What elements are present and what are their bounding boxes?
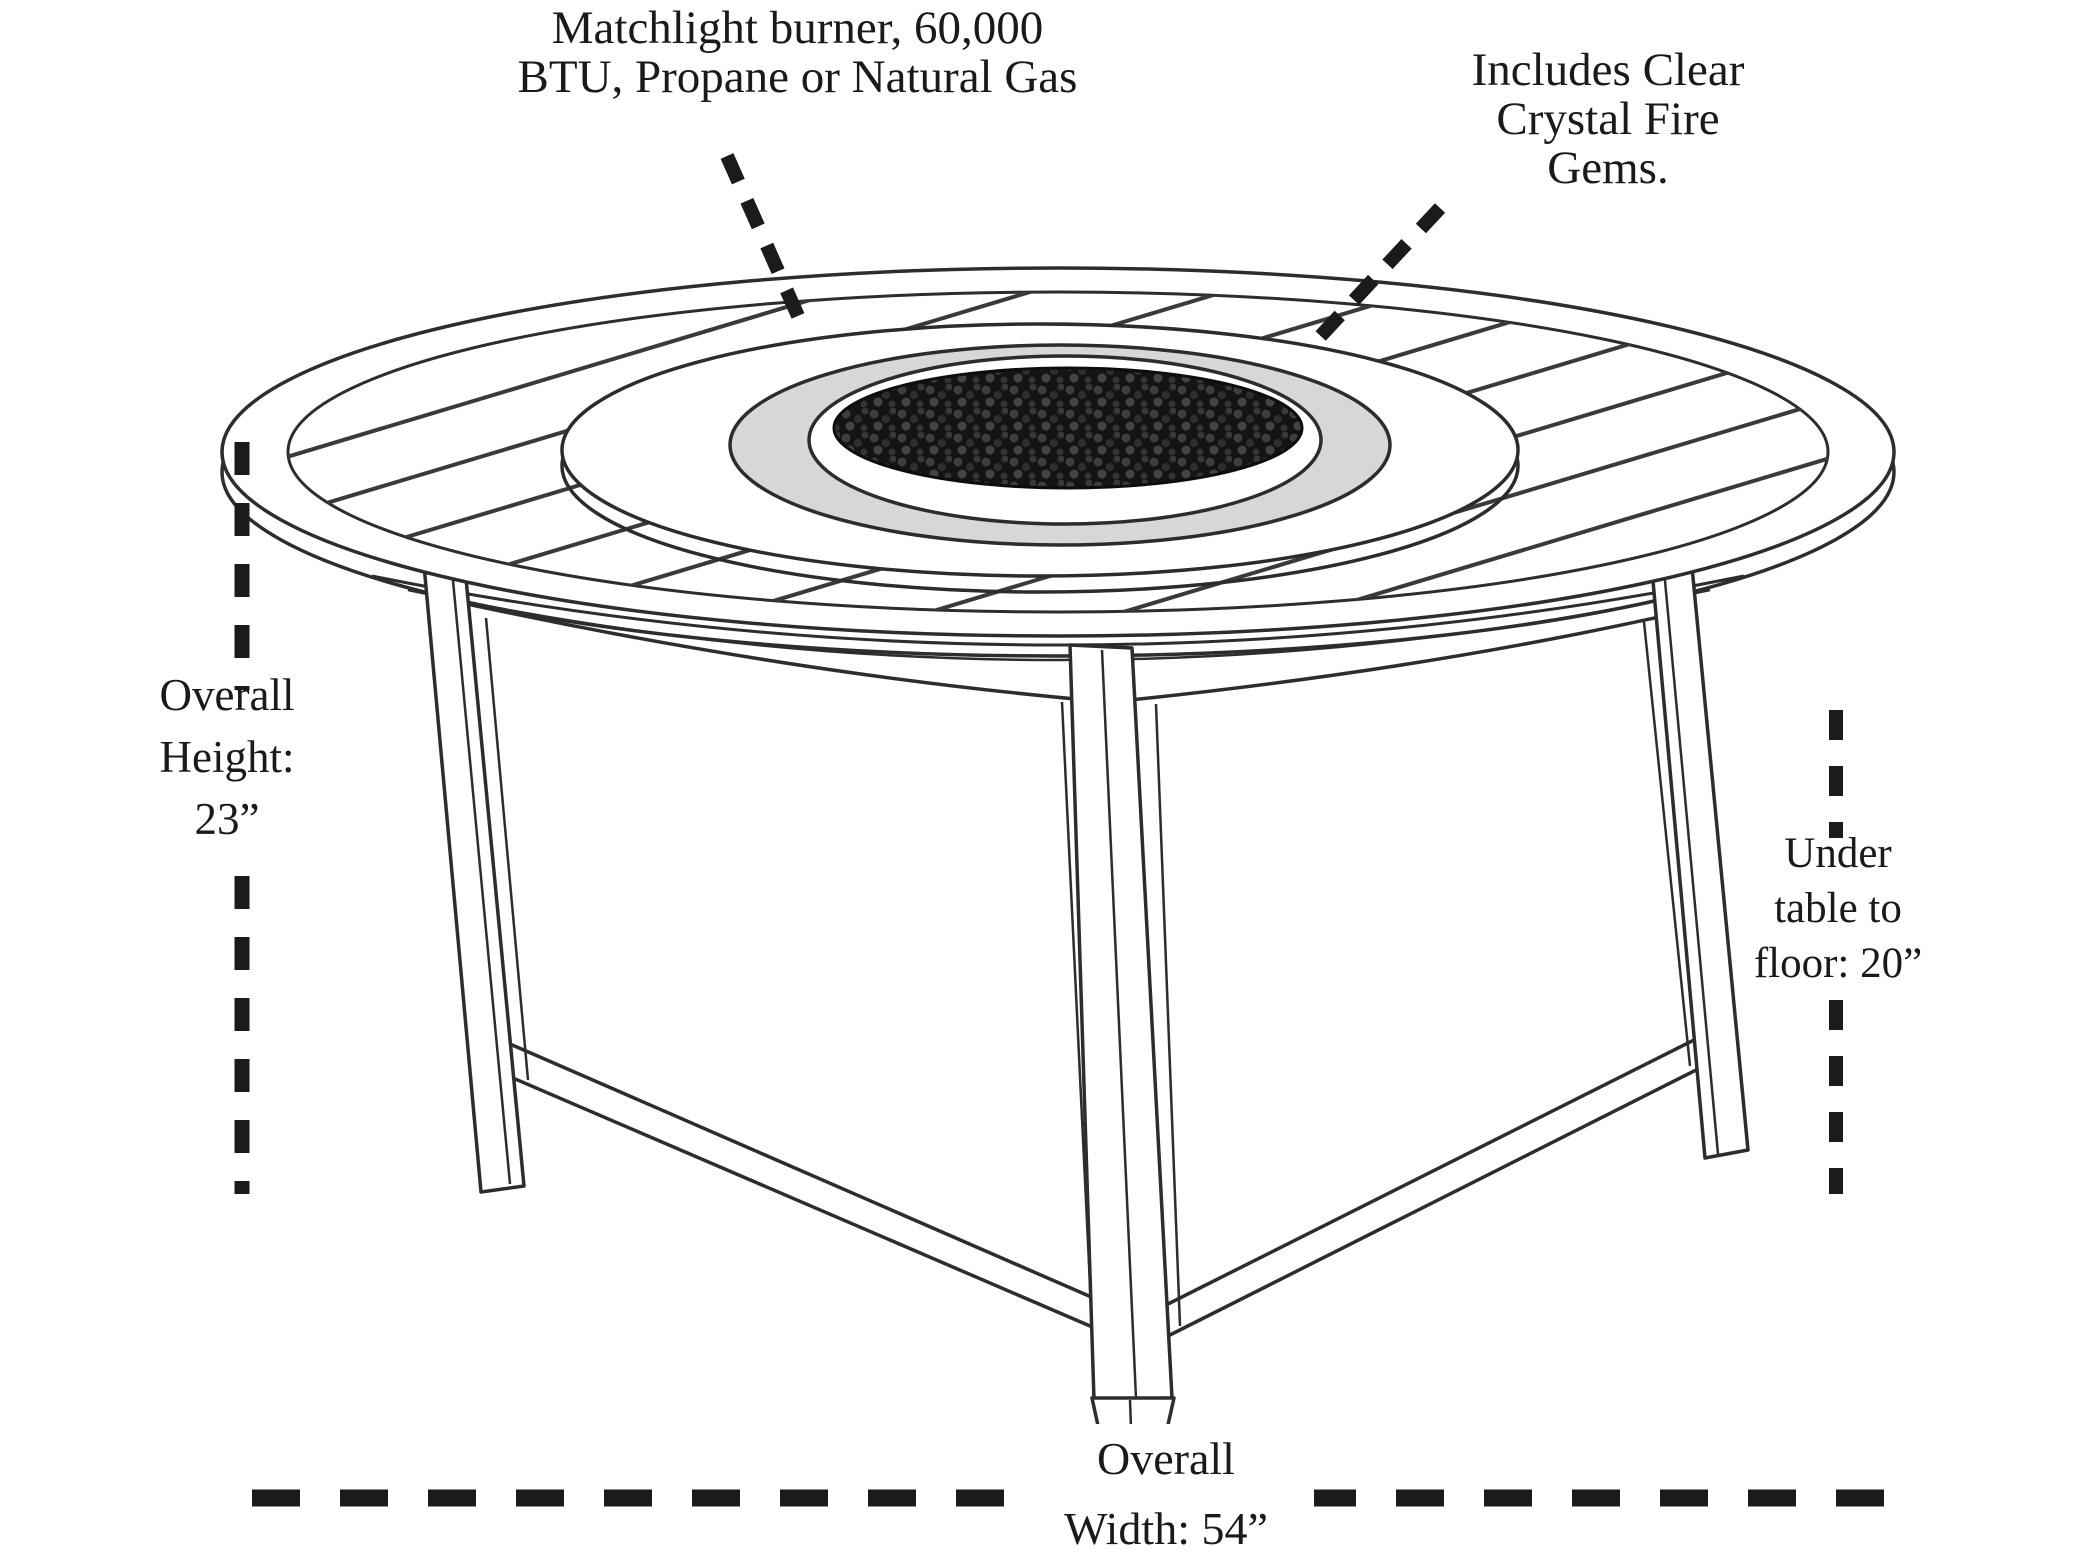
label-under-line1: Under — [1784, 830, 1892, 877]
right-panel-rail — [1159, 1033, 1705, 1310]
label-width-line1: Overall — [1097, 1433, 1235, 1484]
label-overall-height: Overall Height: 23” — [87, 664, 367, 850]
center-leg-line — [1100, 649, 1138, 1399]
label-gems-line1: Includes Clear — [1471, 44, 1745, 96]
label-height-line1: Overall — [159, 670, 295, 720]
right-leg-line — [1662, 569, 1720, 1155]
left-panel-frame — [484, 617, 530, 1081]
label-width-line2: Width: 54” — [1064, 1503, 1268, 1554]
right-panel-frame2 — [1642, 621, 1692, 1067]
right-panel — [1128, 613, 1714, 1340]
label-under-line3: floor: 20” — [1753, 940, 1923, 987]
label-overall-width: Overall Width: 54” — [1018, 1424, 1314, 1557]
label-height-line2: Height: — [159, 732, 295, 782]
fire-bowl — [560, 322, 1520, 594]
label-under-table-to-floor: Under table to floor: 20” — [1700, 826, 1976, 991]
gems-leader-line — [1309, 203, 1446, 347]
left-panel-rail — [509, 1042, 1113, 1308]
apron-arc-inner — [407, 588, 1711, 662]
label-crystal-fire-gems: Includes Clear Crystal Fire Gems. — [1408, 46, 1808, 193]
label-height-line3: 23” — [194, 794, 260, 844]
burner-leader-line — [720, 153, 813, 337]
label-burner-line1: Matchlight burner, 60,000 — [551, 2, 1044, 54]
fire-gems — [832, 366, 1304, 490]
label-under-line2: table to — [1774, 885, 1902, 932]
label-gems-line2: Crystal Fire — [1496, 93, 1720, 145]
right-panel-frame — [1154, 703, 1182, 1327]
label-gems-line3: Gems. — [1547, 142, 1669, 194]
label-burner-line2: BTU, Propane or Natural Gas — [517, 51, 1078, 103]
left-leg-line — [450, 569, 512, 1185]
table-base — [220, 286, 1896, 1460]
left-panel — [456, 600, 1120, 1340]
label-burner: Matchlight burner, 60,000 BTU, Propane o… — [325, 4, 1270, 102]
apron-arc — [371, 574, 1745, 647]
